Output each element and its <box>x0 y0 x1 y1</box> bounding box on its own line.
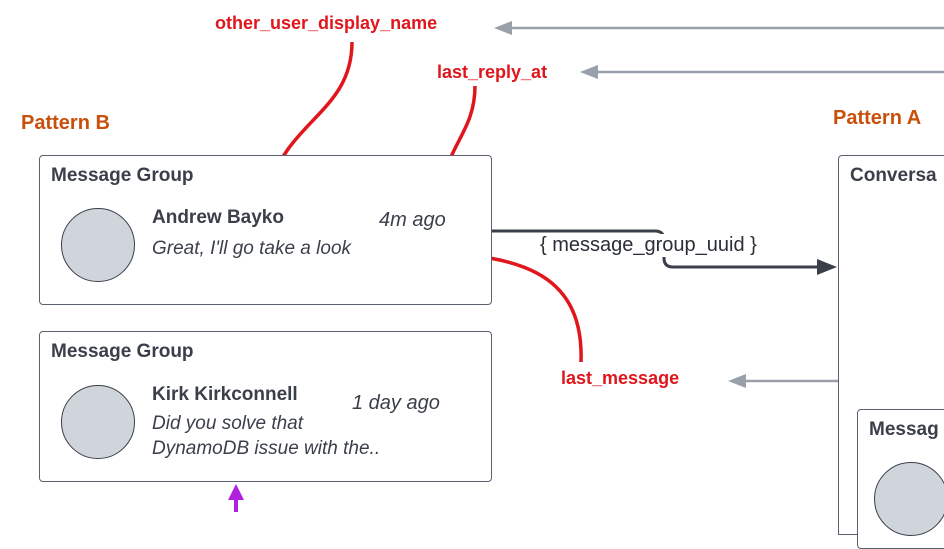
pattern-a-heading: Pattern A <box>833 107 922 129</box>
annotation-last-message: last_message <box>561 368 680 388</box>
card-title: Message Group <box>51 341 194 362</box>
conversation-card[interactable]: Conversa Messag <box>838 155 944 549</box>
user-name: Andrew Bayko <box>152 207 284 228</box>
message-line: Did you solve that <box>152 413 304 434</box>
message-group-card[interactable]: Message Group Andrew Bayko 4m ago Great,… <box>39 155 492 305</box>
timestamp: 4m ago <box>379 209 446 231</box>
purple-arrow <box>228 484 244 512</box>
gray-arrow-display-name <box>494 21 944 35</box>
message-line: Great, I'll go take a look <box>152 238 352 259</box>
avatar <box>874 462 944 536</box>
card-title: Message Group <box>51 165 194 186</box>
connector-label: { message_group_uuid } <box>536 234 761 257</box>
message-group-card[interactable]: Message Group Kirk Kirkconnell 1 day ago… <box>39 331 492 482</box>
annotation-other-user-display-name: other_user_display_name <box>215 13 438 33</box>
timestamp: 1 day ago <box>352 392 440 414</box>
user-name: Kirk Kirkconnell <box>152 384 298 405</box>
annotation-last-reply-at: last_reply_at <box>437 62 548 82</box>
inner-card-title: Messag <box>869 419 939 440</box>
avatar <box>61 208 135 282</box>
pattern-b-heading: Pattern B <box>21 112 110 134</box>
message-line: DynamoDB issue with the.. <box>152 438 381 459</box>
inner-message-card[interactable]: Messag <box>857 409 944 549</box>
gray-arrow-last-reply-at <box>580 65 944 79</box>
avatar <box>61 385 135 459</box>
conversation-title: Conversa <box>850 165 937 186</box>
